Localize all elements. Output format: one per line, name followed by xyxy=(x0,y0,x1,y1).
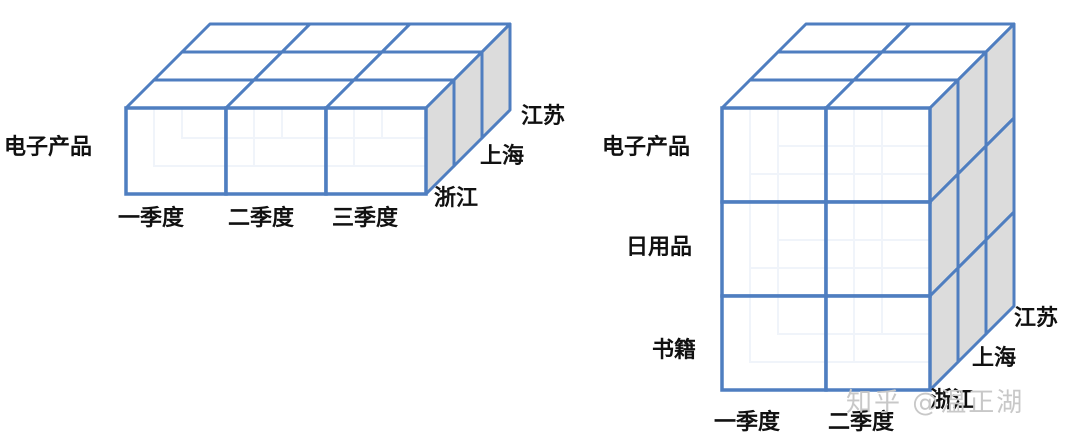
left-depth-label-shanghai: 上海 xyxy=(480,144,525,169)
right-col-label-q1: 一季度 xyxy=(714,410,781,435)
right-depth-label-jiangsu: 江苏 xyxy=(1014,306,1059,331)
right-cube-front-cell xyxy=(720,200,828,298)
right-cube-front-cell xyxy=(720,294,828,392)
watermark: 知乎 @温正湖 xyxy=(846,388,1025,418)
right-cube-front-cell xyxy=(720,106,828,204)
left-depth-label-zhejiang: 浙江 xyxy=(434,186,479,211)
left-col-label-q3: 三季度 xyxy=(332,206,399,231)
left-col-label-q2: 二季度 xyxy=(228,206,295,231)
left-row-label-electronics: 电子产品 xyxy=(4,135,93,160)
right-row-label-daily-goods: 日用品 xyxy=(626,235,693,260)
right-data-cube xyxy=(720,22,1016,392)
right-cube-front-cell xyxy=(824,200,932,298)
left-cube-front-cell xyxy=(124,106,228,196)
right-depth-label-shanghai: 上海 xyxy=(972,346,1017,371)
left-cube-front-cell xyxy=(224,106,328,196)
right-cube-front-cell xyxy=(824,106,932,204)
right-depth-label-zhejiang: 浙江 xyxy=(930,388,975,413)
left-data-cube xyxy=(124,22,512,196)
right-row-label-books: 书籍 xyxy=(652,338,697,363)
left-col-label-q1: 一季度 xyxy=(118,206,185,231)
right-cube-front-cell xyxy=(824,294,932,392)
left-cube-front-cell xyxy=(324,106,428,196)
right-row-label-electronics: 电子产品 xyxy=(602,135,691,160)
right-col-label-q2: 二季度 xyxy=(828,410,895,435)
left-depth-label-jiangsu: 江苏 xyxy=(521,104,566,129)
